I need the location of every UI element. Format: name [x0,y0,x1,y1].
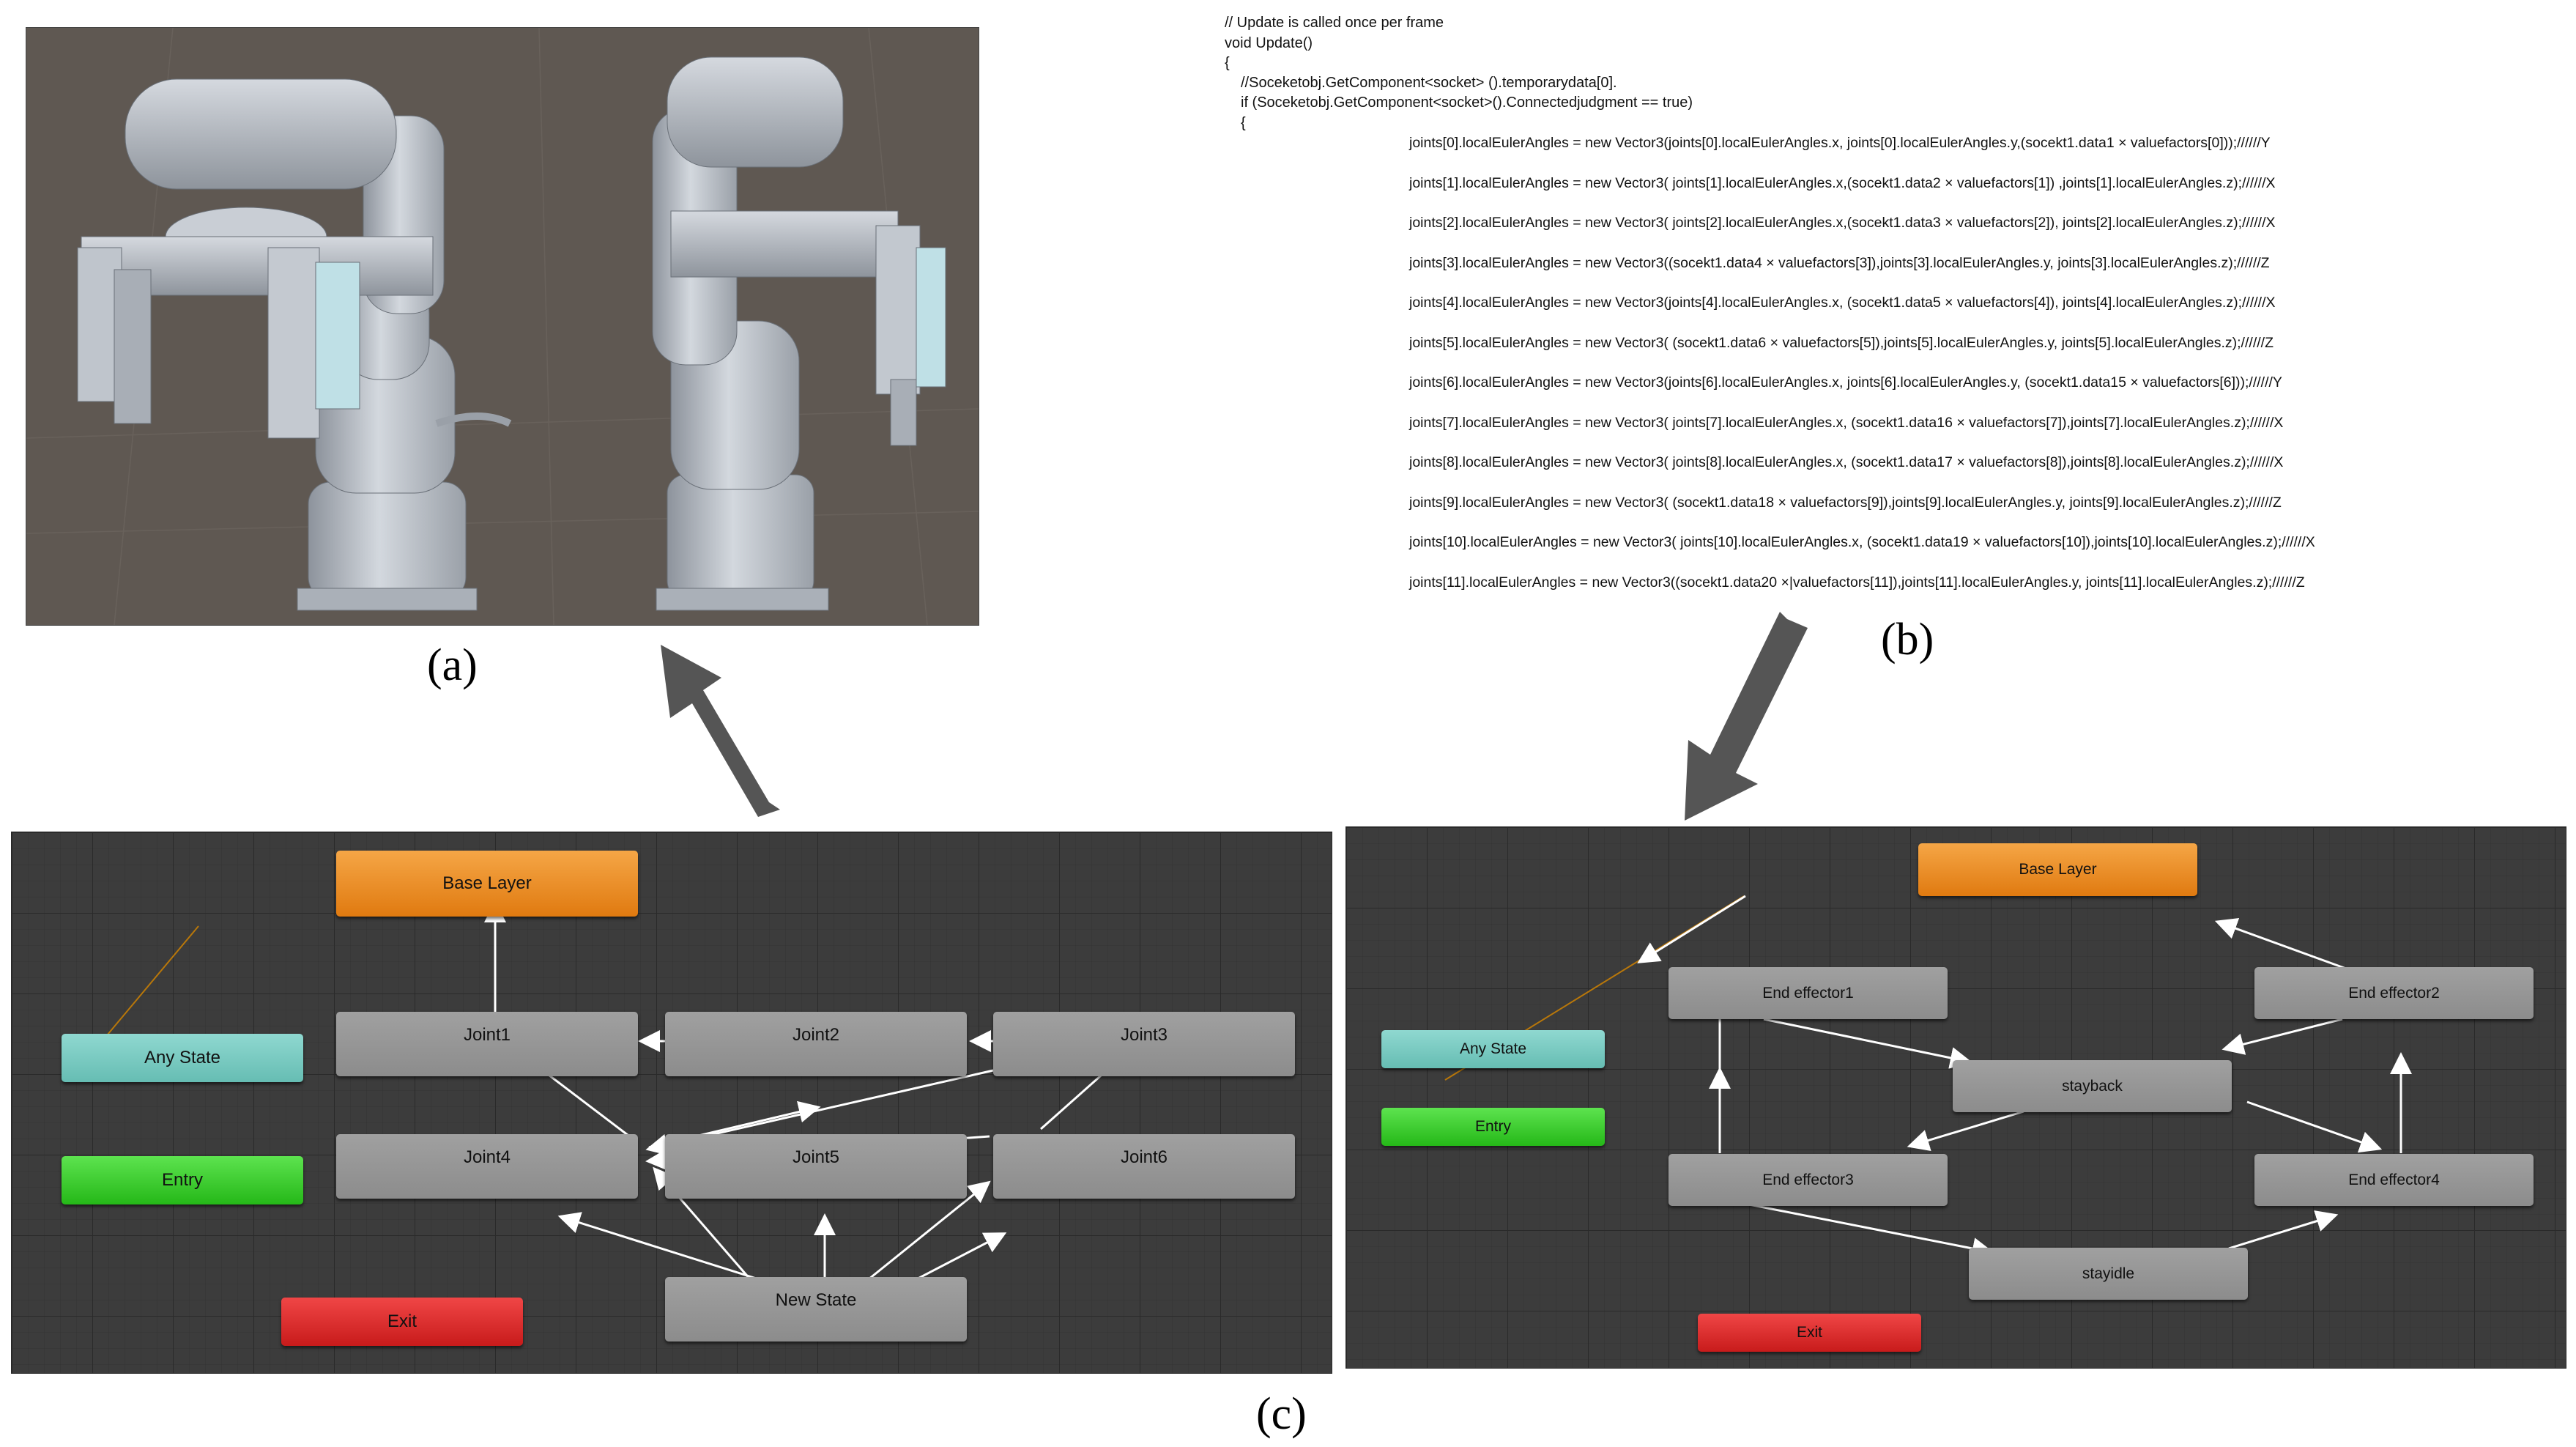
joint-code-line: joints[1].localEulerAngles = new Vector3… [1409,175,2276,191]
transition-new-state-joint4 [557,1212,778,1287]
state-any-state[interactable]: Any State [1381,1030,1605,1068]
joint-code-line: joints[5].localEulerAngles = new Vector3… [1409,335,2274,351]
state-joint5[interactable]: Joint5 [665,1134,967,1199]
code-listing: // Update is called once per frame void … [1225,13,2382,599]
code-line: if (Soceketobj.GetComponent<socket>().Co… [1241,95,1693,111]
transitions-end-effectors [1444,895,2412,1259]
joint-code-line: joints[4].localEulerAngles = new Vector3… [1409,295,2276,311]
code-line: // Update is called once per frame [1225,15,1444,31]
state-joint2[interactable]: Joint2 [665,1012,967,1076]
joint-code-line: joints[2].localEulerAngles = new Vector3… [1409,215,2276,231]
animator-graph-joints: Base Layer Any State Entry Exit Joint1 J… [11,832,1332,1374]
transition-joint1-joint5 [542,1069,635,1141]
arrow-up-left-icon [661,645,780,817]
state-exit[interactable]: Exit [281,1298,523,1346]
joint-code-line: joints[8].localEulerAngles = new Vector3… [1409,454,2284,470]
code-line: { [1241,115,1246,131]
joint-code-line: joints[7].localEulerAngles = new Vector3… [1409,415,2284,431]
caption-c: (c) [1256,1389,1307,1439]
joint-code-line: joints[6].localEulerAngles = new Vector3… [1409,374,2282,391]
caption-b: (b) [1881,615,1934,665]
state-stayidle[interactable]: stayidle [1969,1248,2248,1300]
joint-code-line: joints[11].localEulerAngles = new Vector… [1409,574,2305,591]
transition-stayback-ee3 [1907,1110,2024,1151]
robot-viewport [26,27,979,626]
state-end-effector1[interactable]: End effector1 [1669,967,1948,1019]
code-line: { [1225,55,1230,71]
transition-base-ee1 [1637,895,1746,963]
arrow-down-left-icon [1685,612,1808,821]
transition-ee3-stayidle [1748,1203,1994,1259]
robot-arms-render [26,28,979,625]
state-new-state[interactable]: New State [665,1277,967,1341]
transition-new-state-joint6 [861,1180,991,1287]
transition-stayback-ee2 [2221,1018,2343,1055]
state-joint6[interactable]: Joint6 [993,1134,1295,1199]
transition-joint3-joint6 [1040,1069,1107,1130]
left-robot-arm [77,78,512,611]
joint-code-line: joints[3].localEulerAngles = new Vector3… [1409,255,2270,271]
animator-graph-end-effectors: Base Layer Any State Entry Exit End effe… [1345,826,2566,1369]
state-end-effector2[interactable]: End effector2 [2254,967,2534,1019]
state-joint1[interactable]: Joint1 [336,1012,638,1076]
joint-code-line: joints[10].localEulerAngles = new Vector… [1409,534,2315,550]
state-stayback[interactable]: stayback [1953,1060,2232,1112]
joint-code-line: joints[0].localEulerAngles = new Vector3… [1409,135,2271,151]
transition-ee4-stayback [2246,1100,2383,1153]
state-any-state[interactable]: Any State [62,1034,303,1082]
state-entry[interactable]: Entry [1381,1108,1605,1146]
right-robot-arm [652,56,946,611]
state-end-effector4[interactable]: End effector4 [2254,1154,2534,1206]
code-line: //Soceketobj.GetComponent<socket> ().tem… [1241,75,1617,91]
caption-a: (a) [427,640,478,690]
transition-ee2-base [2214,918,2347,970]
state-base-layer[interactable]: Base Layer [1918,843,2197,896]
transition-ee1-stayback [1763,1018,1972,1069]
state-exit[interactable]: Exit [1698,1314,1921,1352]
state-joint4[interactable]: Joint4 [336,1134,638,1199]
transition-stayidle-ee4 [2228,1210,2339,1250]
state-entry[interactable]: Entry [62,1156,303,1204]
state-base-layer[interactable]: Base Layer [336,851,638,917]
state-end-effector3[interactable]: End effector3 [1669,1154,1948,1206]
entry-to-base-layer-link [95,925,199,1049]
joint-code-line: joints[9].localEulerAngles = new Vector3… [1409,495,2282,511]
code-line: void Update() [1225,35,1313,51]
state-joint3[interactable]: Joint3 [993,1012,1295,1076]
